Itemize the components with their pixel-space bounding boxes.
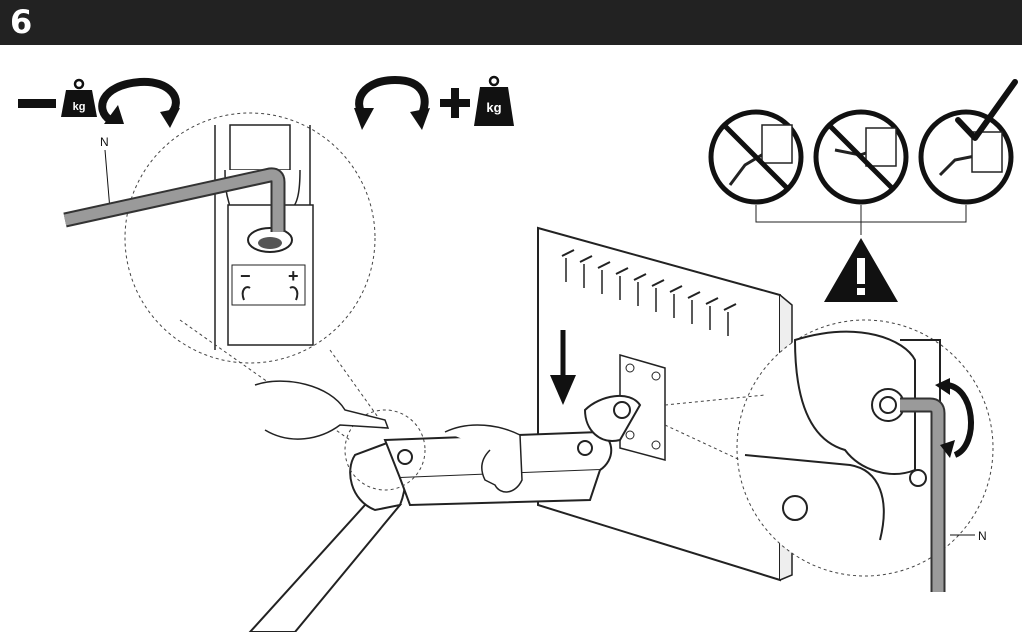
- decrease-weight-group: kg N: [18, 77, 180, 211]
- rotate-counterclockwise-icon: [98, 77, 180, 128]
- hex-key-icon: [900, 397, 946, 592]
- dial-minus-label: −: [240, 266, 251, 286]
- allowed-position-icon: [918, 109, 1014, 205]
- prohibited-icon: [813, 109, 909, 205]
- step-header: 6: [0, 0, 1022, 45]
- minus-sign-icon: [18, 99, 56, 108]
- weight-unit-label: kg: [73, 101, 86, 113]
- rotate-clockwise-icon: [354, 75, 430, 130]
- hex-key-label-right: N: [978, 529, 987, 543]
- checkmark-icon: [955, 79, 1018, 141]
- step-number: 6: [10, 3, 33, 41]
- weight-icon: kg: [474, 75, 514, 126]
- tilt-detail-callout: N: [736, 319, 994, 592]
- position-guidance: [708, 79, 1018, 302]
- hands: [254, 380, 523, 493]
- hex-key-label-left: N: [100, 135, 109, 149]
- assembly-illustration: kg N kg: [18, 75, 1018, 632]
- dial-plus-label: +: [288, 266, 299, 286]
- hex-key-icon: [63, 167, 286, 232]
- tension-detail-callout: − +: [63, 112, 376, 364]
- arm-zoom-circle: [344, 409, 426, 491]
- warning-icon: [824, 238, 898, 302]
- increase-weight-group: kg: [354, 75, 514, 130]
- rotate-arrows-icon: [935, 378, 974, 458]
- monitor-arm: [248, 394, 642, 632]
- weight-icon: kg: [61, 78, 97, 117]
- down-arrow-icon: [550, 330, 576, 405]
- plus-sign-icon: [440, 88, 470, 118]
- prohibited-icon: [708, 109, 804, 205]
- weight-unit-label-plus: kg: [486, 100, 501, 115]
